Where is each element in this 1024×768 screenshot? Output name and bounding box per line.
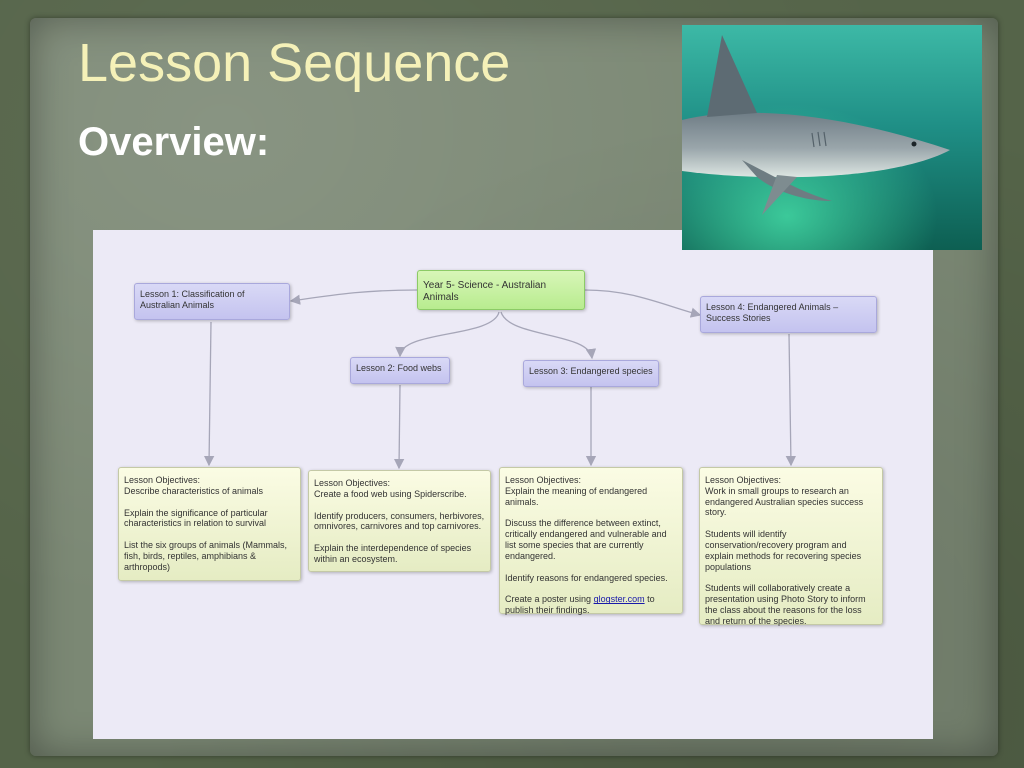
lesson-4-objectives[interactable]: Lesson Objectives: Work in small groups … — [699, 467, 883, 626]
lesson-3-title: Lesson 3: Endangered species — [529, 366, 653, 376]
shark-photo — [682, 25, 982, 250]
objectives-heading: Lesson Objectives: — [314, 478, 391, 488]
poster-prefix: Create a poster using — [505, 594, 594, 605]
lesson-2-objectives[interactable]: Lesson Objectives: Create a food web usi… — [308, 470, 491, 572]
lesson-4-title: Lesson 4: Endangered Animals – Success S… — [706, 302, 839, 323]
connector-lesson2-objectives — [393, 384, 405, 470]
lesson-2-node[interactable]: Lesson 2: Food webs — [350, 357, 450, 384]
connector-root-lesson2 — [395, 311, 500, 358]
objective-item: Students will collaboratively create a p… — [705, 583, 866, 626]
glogster-link[interactable]: glogster.com — [593, 594, 645, 605]
lesson-1-objectives[interactable]: Lesson Objectives: Describe characterist… — [118, 467, 301, 581]
root-topic-label: Year 5- Science - Australian Animals — [423, 280, 547, 303]
slide-title: Lesson Sequence — [78, 33, 511, 93]
objective-item: Discuss the difference between extinct, … — [505, 518, 667, 561]
lesson-2-title: Lesson 2: Food webs — [356, 363, 442, 373]
lesson-3-node[interactable]: Lesson 3: Endangered species — [523, 360, 659, 387]
lesson-1-node[interactable]: Lesson 1: Classification of Australian A… — [134, 283, 290, 320]
objective-item: Identify reasons for endangered species. — [505, 572, 668, 583]
objective-item: Explain the meaning of endangered animal… — [505, 485, 648, 507]
objective-item: List the six groups of animals (Mammals,… — [124, 540, 288, 572]
objective-item: Describe characteristics of animals — [124, 485, 264, 496]
objective-item: Students will identify conservation/reco… — [705, 529, 862, 572]
objective-item: Create a poster using glogster.com to pu… — [505, 594, 677, 616]
objective-item: Explain the significance of particular c… — [124, 507, 268, 529]
concept-map: Year 5- Science - Australian Animals Les… — [93, 230, 933, 739]
connector-root-lesson3 — [500, 311, 597, 360]
slide-subtitle: Overview: — [78, 120, 270, 164]
root-topic-node[interactable]: Year 5- Science - Australian Animals — [417, 270, 585, 310]
lesson-1-title: Lesson 1: Classification of Australian A… — [140, 289, 245, 310]
objectives-heading: Lesson Objectives: — [705, 475, 782, 485]
connector-lines — [203, 289, 797, 470]
objective-item: Identify producers, consumers, herbivore… — [314, 510, 485, 532]
objective-item: Work in small groups to research an enda… — [705, 485, 864, 518]
connector-lesson4-objectives — [785, 333, 797, 467]
lesson-3-objectives[interactable]: Lesson Objectives: Explain the meaning o… — [499, 467, 683, 616]
objectives-heading: Lesson Objectives: — [505, 475, 582, 485]
objectives-heading: Lesson Objectives: — [124, 475, 201, 485]
lesson-4-node[interactable]: Lesson 4: Endangered Animals – Success S… — [700, 296, 877, 333]
objective-item: Create a food web using Spiderscribe. — [314, 488, 467, 499]
connector-root-lesson1 — [289, 289, 418, 305]
poster-suffix: to publish their findings. — [505, 594, 655, 616]
connector-lesson1-objectives — [203, 321, 215, 467]
objective-item: Explain the interdependence of species w… — [314, 543, 472, 564]
connector-root-lesson4 — [584, 289, 702, 318]
